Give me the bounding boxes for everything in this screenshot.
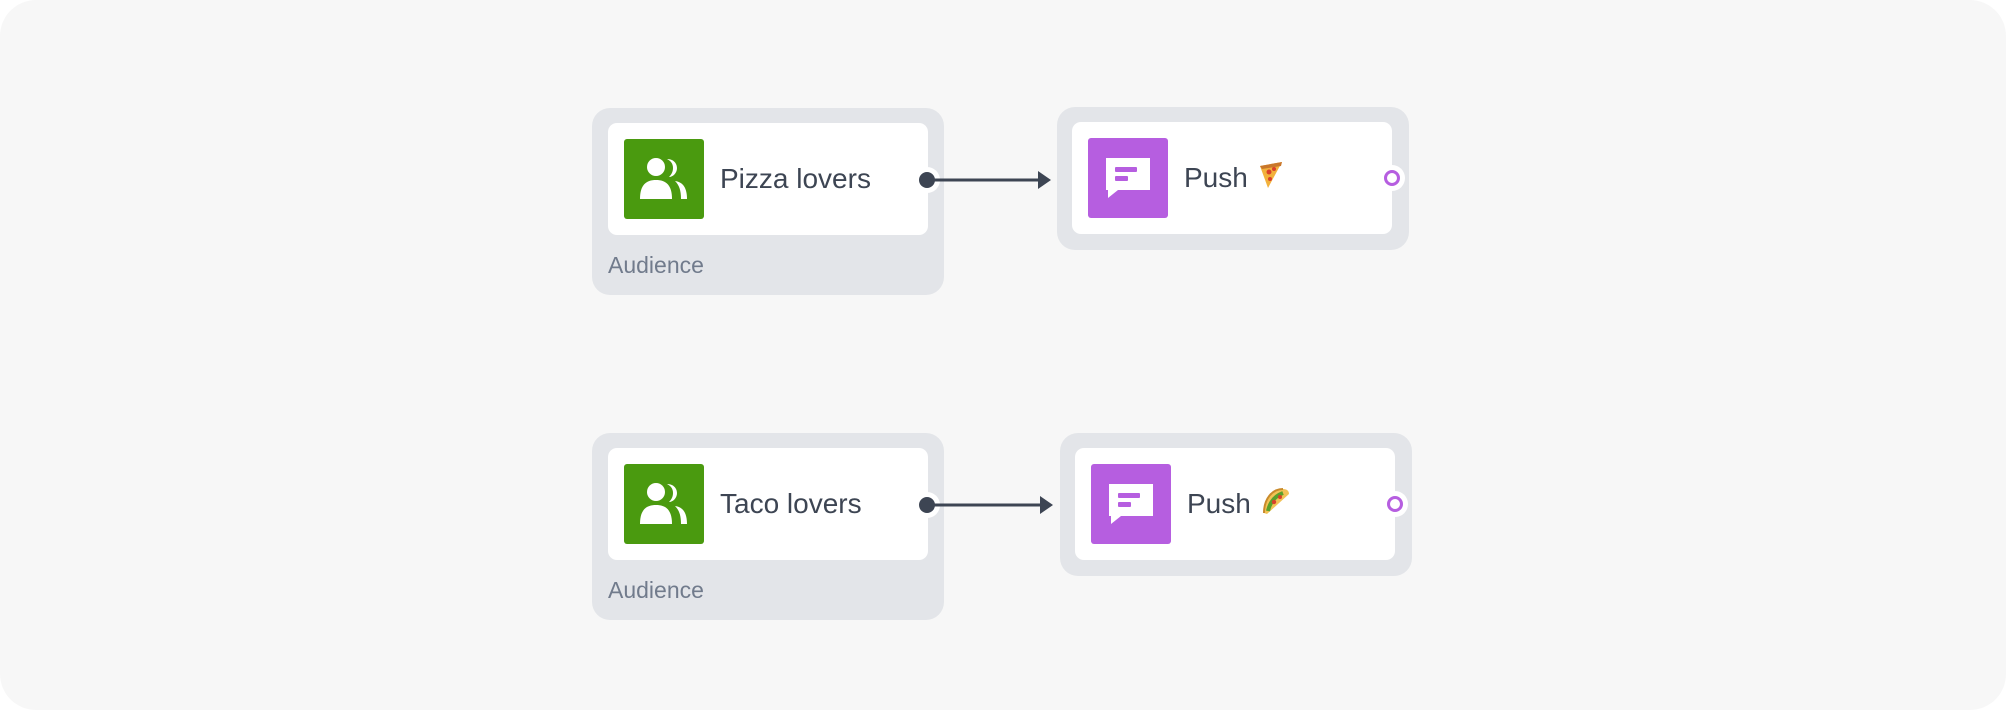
audience-icon (624, 464, 704, 544)
output-port[interactable] (1379, 165, 1405, 191)
connector-arrow[interactable] (912, 165, 1062, 195)
push-label: Push (1184, 122, 1284, 234)
audience-caption: Audience (608, 252, 704, 278)
taco-icon (1261, 486, 1291, 523)
audience-group: Taco lovers Audience (592, 433, 944, 620)
connector-arrow[interactable] (912, 490, 1062, 520)
push-group: Push (1060, 433, 1412, 576)
pizza-icon (1258, 160, 1284, 197)
message-icon (1088, 138, 1168, 218)
audience-label: Taco lovers (720, 488, 862, 519)
audience-label: Pizza lovers (720, 163, 871, 194)
audience-group: Pizza lovers Audience (592, 108, 944, 295)
audience-node-taco-lovers[interactable]: Taco lovers (608, 448, 928, 560)
message-icon (1091, 464, 1171, 544)
push-group: Push (1057, 107, 1409, 250)
push-node-pizza[interactable]: Push (1072, 122, 1392, 234)
audience-node-pizza-lovers[interactable]: Pizza lovers (608, 123, 928, 235)
audience-caption: Audience (608, 577, 704, 603)
push-label: Push (1187, 448, 1291, 560)
push-node-taco[interactable]: Push (1075, 448, 1395, 560)
output-port[interactable] (1382, 491, 1408, 517)
audience-icon (624, 139, 704, 219)
